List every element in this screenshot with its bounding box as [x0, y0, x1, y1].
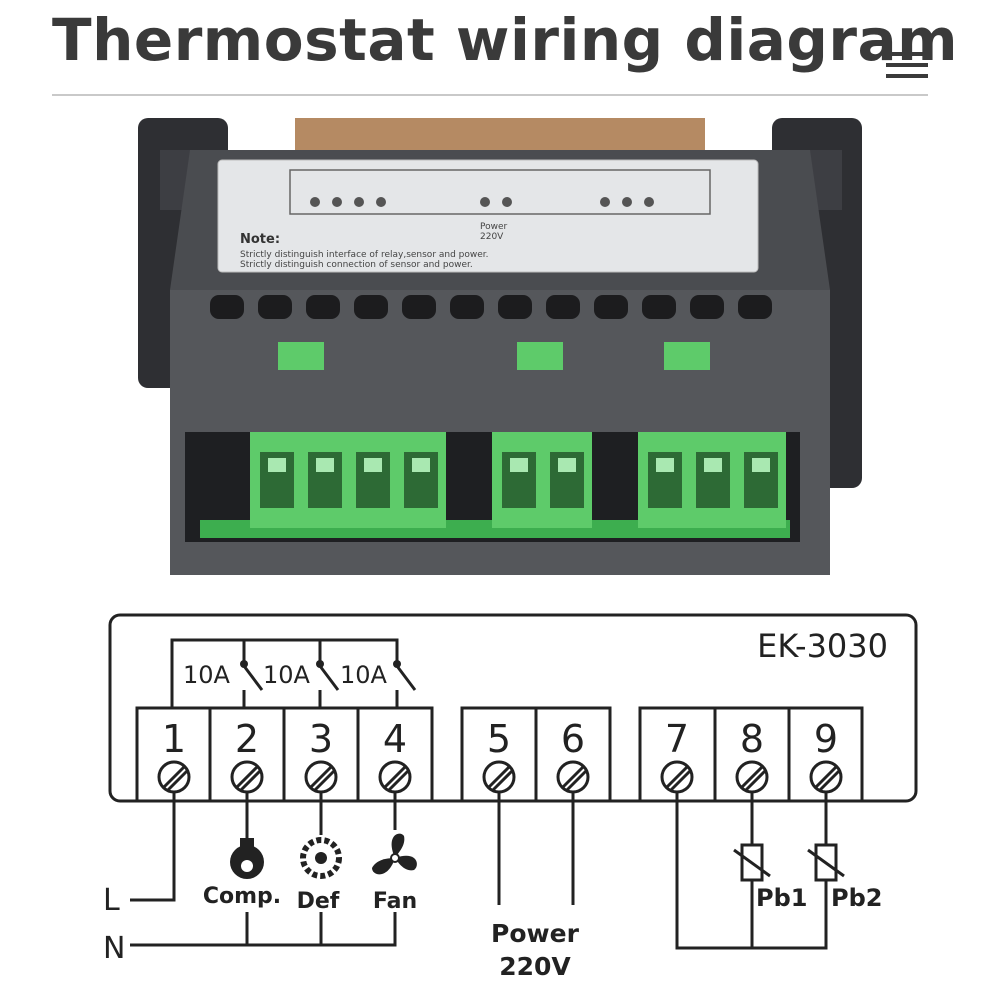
power-voltage: 220V — [499, 952, 571, 981]
label-power: Power — [480, 222, 508, 232]
load-label-def: Def — [297, 889, 340, 914]
external-wiring — [130, 792, 828, 950]
relay-rating-1: 10A — [183, 661, 231, 689]
terminal-number-5: 5 — [487, 717, 511, 761]
terminal-number-6: 6 — [561, 717, 585, 761]
fan-icon — [372, 833, 417, 875]
probe-label-pb2: Pb2 — [831, 884, 882, 912]
title-divider — [52, 94, 928, 96]
probe-pb2-icon — [807, 843, 845, 882]
page-title: Thermostat wiring diagram — [52, 6, 959, 74]
load-label-fan: Fan — [373, 889, 417, 914]
terminal-number-4: 4 — [383, 717, 407, 761]
terminal-number-2: 2 — [235, 717, 259, 761]
label-note: Note: — [240, 232, 280, 247]
terminal-numbers: 1 2 3 4 5 6 7 8 9 — [162, 717, 838, 761]
terminal-number-3: 3 — [309, 717, 333, 761]
model-label: EK-3030 — [757, 627, 888, 665]
terminal-number-7: 7 — [665, 717, 689, 761]
relay-rating-3: 10A — [340, 661, 388, 689]
wiring-schematic: EK-3030 10A 10A 10A 1 2 3 4 5 6 7 8 9 — [103, 613, 918, 981]
thermostat-photo: Note: Strictly distinguish interface of … — [138, 118, 862, 575]
label-voltage: 220V — [480, 232, 504, 242]
probe-label-pb1: Pb1 — [756, 884, 807, 912]
screw-terminals — [157, 760, 843, 794]
terminal-number-8: 8 — [740, 717, 764, 761]
probe-pb1-icon — [733, 843, 771, 882]
label-terminal-dots — [310, 197, 654, 207]
terminal-number-9: 9 — [814, 717, 838, 761]
terminal-number-1: 1 — [162, 717, 186, 761]
line-label-l: L — [103, 883, 120, 918]
line-label-n: N — [103, 931, 125, 966]
hamburger-menu-icon[interactable] — [886, 52, 928, 78]
relay-switches — [242, 665, 417, 708]
load-label-comp: Comp. — [203, 884, 281, 909]
defrost-icon — [300, 837, 342, 879]
label-line-2: Strictly distinguish connection of senso… — [240, 260, 473, 270]
screw-holes — [210, 295, 772, 319]
compressor-icon — [230, 838, 264, 879]
label-line-1: Strictly distinguish interface of relay,… — [240, 250, 489, 260]
relay-rating-2: 10A — [263, 661, 311, 689]
wiring-label — [217, 159, 759, 273]
relay-common-bus — [170, 638, 399, 708]
power-label: Power — [491, 919, 580, 948]
